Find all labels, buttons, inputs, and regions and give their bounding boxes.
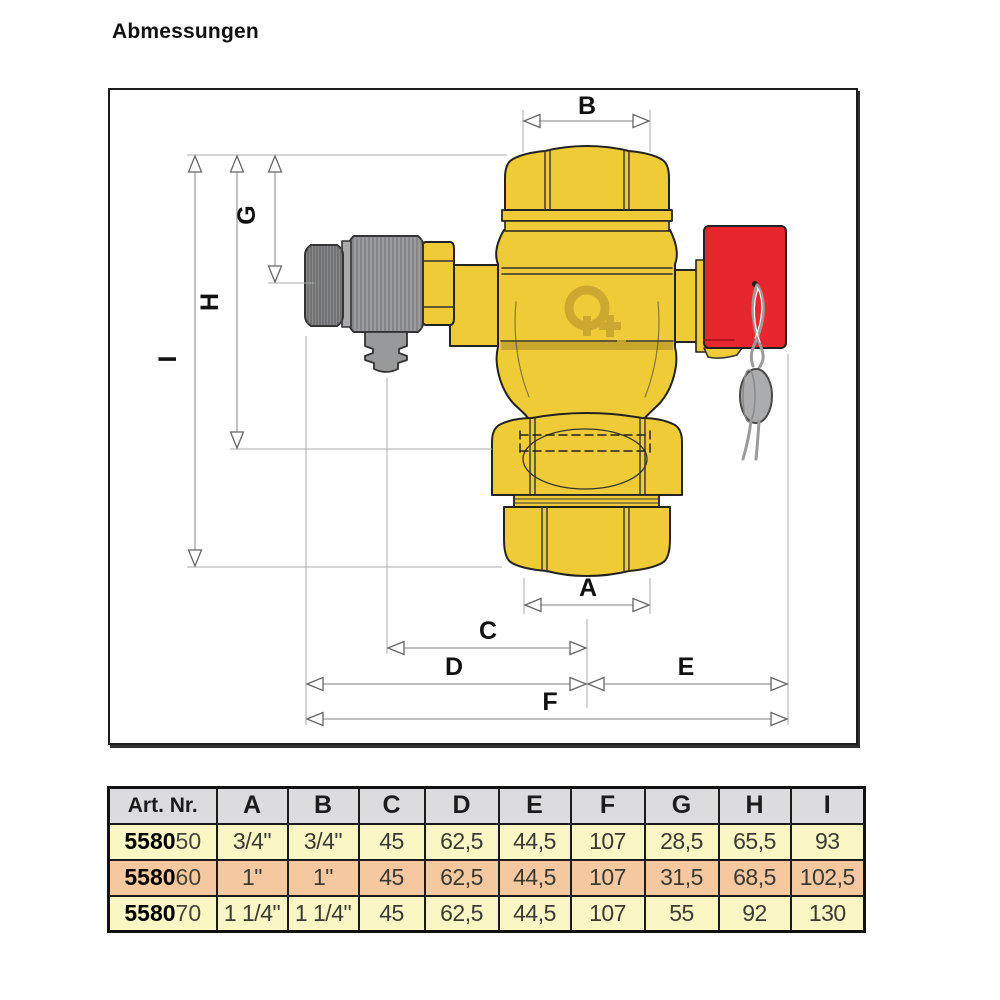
dimension-lines: B A C D E F G H I [154,92,789,727]
table-cell: 62,5 [423,858,500,897]
table-cell: 130 [789,894,866,933]
table-cell: 1" [286,858,360,897]
top-collar [501,209,673,222]
relief-valve-left [304,235,505,373]
table-cell: 65,5 [717,822,792,861]
table-cell: 93 [789,822,866,861]
seal-wire [749,283,765,370]
valve-drawing [304,145,787,577]
table-cell: 28,5 [643,822,720,861]
table-cell: 3/4" [286,822,360,861]
table-row: 558070 1 1/4" 1 1/4" 45 62,5 44,5 107 55… [107,894,866,933]
dim-label-c: C [479,617,497,645]
table-header-row: Art. Nr. A B C D E F G H I [107,786,866,825]
page-title: Abmessungen [112,20,259,43]
relief-valve-body [348,235,424,333]
dim-label-h: H [196,293,224,311]
red-cap [703,225,787,349]
dimension-drawing-frame: B A C D E F G H I [108,88,858,745]
table-cell: 45 [357,822,426,861]
table-cell: 45 [357,894,426,933]
art-number-cell: 558060 [107,858,218,897]
art-number-suffix: 50 [175,828,202,854]
art-number-suffix: 70 [175,899,202,926]
table-cell: 107 [569,858,646,897]
table-header-cell: I [789,786,866,825]
thread-dashed-lines [519,430,651,456]
art-number-prefix: 5580 [124,864,176,890]
table-cell: 44,5 [497,858,572,897]
dimensions-table: Art. Nr. A B C D E F G H I 558050 3/4" 3… [107,786,866,933]
dim-label-a: A [579,574,597,602]
top-hex-nut [504,145,670,211]
table-cell: 31,5 [643,858,720,897]
caleffi-logo [564,285,626,349]
dim-label-b: B [578,92,596,120]
dim-label-i: I [154,356,182,363]
table-header-cell: H [717,786,792,825]
art-number-cell: 558070 [107,894,218,933]
dim-label-g: G [233,205,261,224]
red-cap-group [669,225,787,461]
dim-label-f: F [542,688,557,716]
table-cell: 68,5 [717,858,792,897]
thread-section [513,494,660,508]
table-cell: 1 1/4" [215,894,289,933]
table-row: 558050 3/4" 3/4" 45 62,5 44,5 107 28,5 6… [107,822,866,861]
cap-lower-tab [703,347,743,359]
table-header-cell: A [215,786,289,825]
table-row: 558060 1" 1" 45 62,5 44,5 107 31,5 68,5 … [107,858,866,897]
table-header-cell: D [423,786,500,825]
art-number-suffix: 60 [175,864,202,890]
table-cell: 107 [569,894,646,933]
art-number-prefix: 5580 [124,828,176,854]
table-header-cell: E [497,786,572,825]
table-cell: 62,5 [423,894,500,933]
table-cell: 45 [357,858,426,897]
table-cell: 55 [643,894,720,933]
table-header-cell: C [357,786,426,825]
valve-diagram: B A C D E F G H I [154,92,789,727]
art-number-prefix: 5580 [124,899,176,926]
seal-wire-ends [741,419,761,461]
table-header-cell: F [569,786,646,825]
left-hex-nut [421,241,455,326]
left-neck [449,264,505,347]
dim-label-e: E [678,653,695,681]
lead-seal [739,368,773,424]
table-header-cell: Art. Nr. [107,786,218,825]
table-cell: 102,5 [789,858,866,897]
table-cell: 107 [569,822,646,861]
table-cell: 62,5 [423,822,500,861]
table-cell: 1" [215,858,289,897]
table-cell: 44,5 [497,822,572,861]
table-cell: 44,5 [497,894,572,933]
art-number-cell: 558050 [107,822,218,861]
table-header-cell: B [286,786,360,825]
drain-spout [364,331,408,373]
dim-label-d: D [445,653,463,681]
table-cell: 92 [717,894,792,933]
table-cell: 1 1/4" [286,894,360,933]
union-nut [491,412,683,496]
table-header-cell: G [643,786,720,825]
table-cell: 3/4" [215,822,289,861]
bottom-hex-nut [503,506,671,577]
